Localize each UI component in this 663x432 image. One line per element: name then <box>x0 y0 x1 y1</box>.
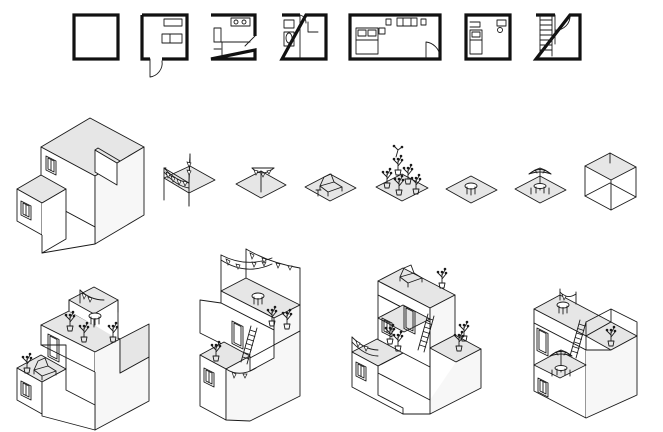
combo-3 <box>351 264 482 415</box>
module-bunting-frame <box>163 153 216 207</box>
module-row <box>16 117 637 254</box>
plan-staircase <box>532 13 582 61</box>
module-bunting-corner <box>235 167 287 199</box>
plan-kitchen <box>210 13 257 61</box>
module-potted-plants <box>375 144 429 202</box>
combo-2 <box>199 248 301 422</box>
module-round-table <box>445 175 498 204</box>
module-umbrella-table <box>514 167 567 204</box>
module-base-house <box>16 117 145 254</box>
plan-hallway-entry <box>140 13 189 78</box>
plan-master-bedroom <box>348 13 442 61</box>
module-open-frame <box>584 152 637 211</box>
plan-small-bedroom <box>464 13 512 61</box>
combo-1 <box>16 286 150 431</box>
plan-bathroom <box>279 13 328 61</box>
combo-4 <box>533 288 638 419</box>
plan-row <box>72 13 582 78</box>
plan-empty-room <box>72 13 120 61</box>
combination-row <box>16 248 638 431</box>
module-sun-lounger <box>304 173 357 202</box>
